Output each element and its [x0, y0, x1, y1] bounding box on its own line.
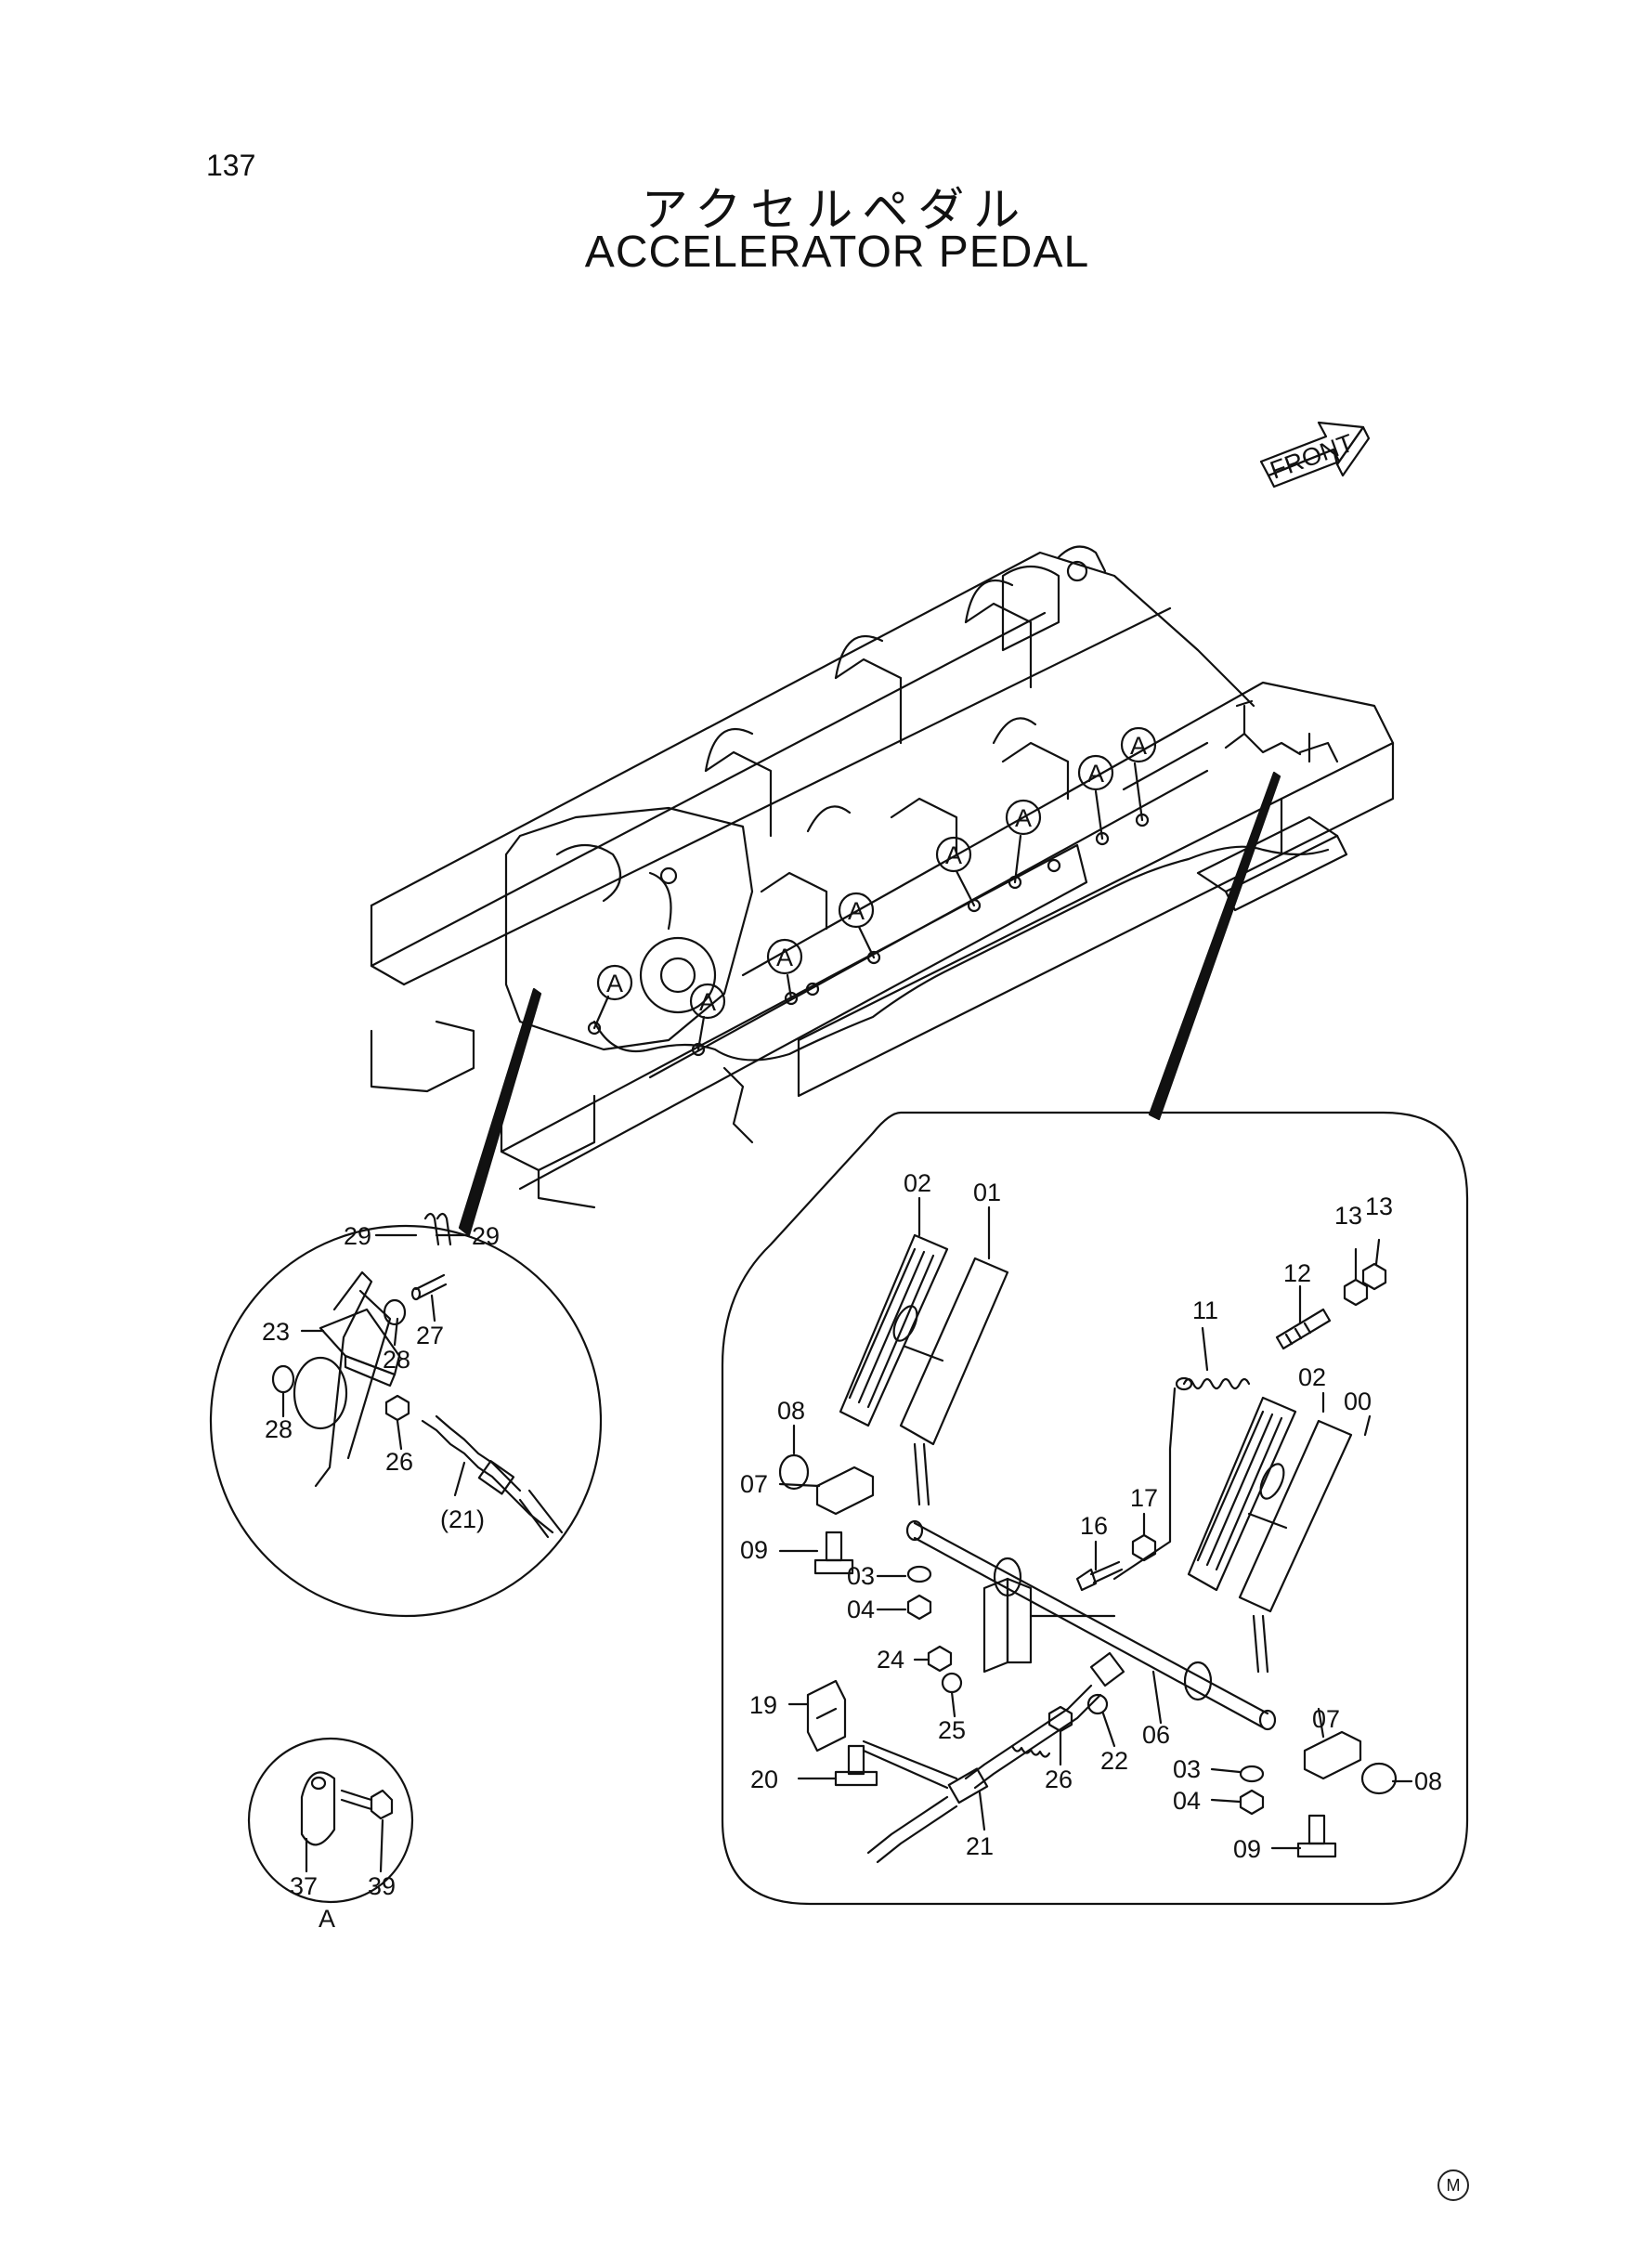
upper-frame-drawing — [370, 545, 1395, 1209]
callout-02: 02 — [904, 1169, 931, 1197]
callout-17: 17 — [1130, 1484, 1158, 1512]
left-detail-labels: 29 29 23 27 28 28 26 (21) — [262, 1222, 500, 1533]
detail-a-circle — [247, 1737, 414, 1904]
callout-39: 39 — [368, 1872, 396, 1900]
callout-28: 28 — [383, 1346, 410, 1374]
callout-a-letters: A A A A A A A A — [606, 732, 1147, 1016]
callout-11: 11 — [1192, 1296, 1218, 1324]
left-detail-circle — [209, 1212, 603, 1618]
callout-28: 28 — [265, 1415, 293, 1443]
callout-23: 23 — [262, 1318, 290, 1346]
right-detail-box — [721, 1111, 1469, 1906]
callout-07: 07 — [740, 1470, 768, 1498]
callout-24: 24 — [877, 1646, 904, 1674]
a-letter: A — [1087, 760, 1104, 788]
a-letter: A — [848, 897, 865, 925]
callout-29: 29 — [472, 1222, 500, 1250]
callout-16: 16 — [1080, 1512, 1108, 1540]
callout-09: 09 — [740, 1536, 768, 1564]
a-letter: A — [699, 988, 716, 1016]
detail-a-title: A — [319, 1905, 335, 1933]
leader-to-right-detail — [1148, 771, 1281, 1121]
callout-25: 25 — [938, 1716, 966, 1744]
page-number: 137 — [206, 149, 256, 182]
callout-02: 02 — [1298, 1363, 1326, 1391]
callout-01: 01 — [973, 1179, 1001, 1206]
callout-04: 04 — [1173, 1787, 1201, 1815]
callout-29: 29 — [344, 1222, 371, 1250]
callout-20: 20 — [750, 1765, 778, 1793]
callout-08: 08 — [1414, 1767, 1442, 1795]
callout-13: 13 — [1365, 1192, 1393, 1220]
callout-08: 08 — [777, 1397, 805, 1425]
callout-00: 00 — [1344, 1388, 1372, 1415]
a-letter: A — [606, 970, 623, 997]
callout-03: 03 — [847, 1562, 875, 1590]
callout-06: 06 — [1142, 1721, 1170, 1749]
callout-09: 09 — [1233, 1835, 1261, 1863]
leader-to-left-detail — [458, 987, 542, 1237]
callout-13: 13 — [1334, 1202, 1362, 1230]
title-japanese: アクセルペダル — [641, 184, 1030, 236]
a-letter: A — [1130, 732, 1147, 760]
callout-03: 03 — [1173, 1755, 1201, 1783]
callout-26: 26 — [385, 1448, 413, 1476]
callout-21-ref: (21) — [440, 1505, 485, 1533]
callout-12: 12 — [1283, 1259, 1311, 1287]
callout-27: 27 — [416, 1322, 444, 1349]
title-english: ACCELERATOR PEDAL — [584, 228, 1090, 277]
detail-a-labels: 37 39 A — [290, 1872, 396, 1933]
callout-07: 07 — [1312, 1705, 1340, 1733]
callout-21: 21 — [966, 1832, 994, 1860]
callout-37: 37 — [290, 1872, 318, 1900]
right-detail-labels: 02 01 13 13 12 11 02 00 08 07 17 16 09 0… — [740, 1169, 1442, 1863]
a-letter: A — [945, 841, 962, 869]
callout-22: 22 — [1100, 1747, 1128, 1775]
a-letter: A — [1015, 804, 1032, 832]
callout-26: 26 — [1045, 1765, 1073, 1793]
callout-a-bubbles — [596, 726, 1157, 1020]
callout-04: 04 — [847, 1596, 875, 1623]
a-letter: A — [776, 944, 793, 971]
callout-19: 19 — [749, 1691, 777, 1719]
corner-mark: M — [1437, 2169, 1469, 2201]
front-arrow-icon — [1259, 421, 1371, 489]
